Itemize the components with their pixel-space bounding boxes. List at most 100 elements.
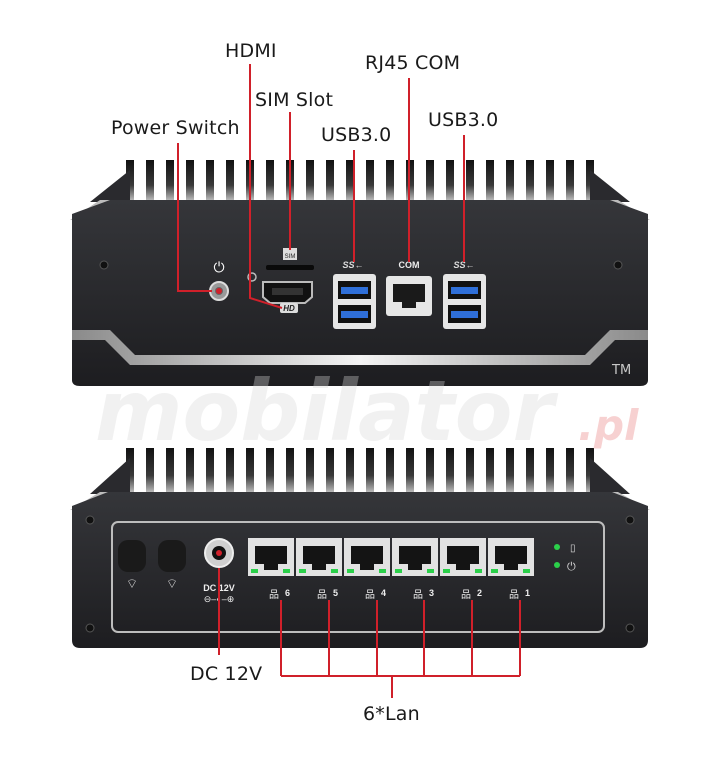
screw xyxy=(625,623,635,633)
lan-led xyxy=(347,569,354,573)
heatsink-fin xyxy=(546,160,554,202)
chrome-stripe xyxy=(72,330,648,365)
heatsink-fin xyxy=(406,448,414,494)
lan-socket xyxy=(255,546,287,570)
heatsink-fin xyxy=(486,448,494,494)
rear-panel-frame xyxy=(111,521,605,633)
watermark-suffix: .pl xyxy=(578,401,639,450)
heatsink-fin xyxy=(466,160,474,202)
lan-socket xyxy=(303,546,335,570)
hd-print-box xyxy=(280,303,298,313)
trademark-mark: TM xyxy=(611,363,631,378)
wifi-icon: ⌔ xyxy=(166,576,178,591)
heatsink-fin xyxy=(326,448,334,494)
status-led-power xyxy=(554,562,560,568)
label-usb30-right: USB3.0 xyxy=(428,109,499,131)
lan-led xyxy=(443,569,450,573)
callout-lan xyxy=(280,600,521,698)
lan-led xyxy=(395,569,402,573)
heatsink-fin xyxy=(526,160,534,202)
heatsink-fin xyxy=(346,448,354,494)
screw xyxy=(613,260,623,270)
heatsink-fin xyxy=(306,448,314,494)
power-icon: ⏻ xyxy=(567,561,576,573)
sim-slot xyxy=(266,265,314,270)
heatsink-fin xyxy=(286,448,294,494)
heatsink-fin xyxy=(306,160,314,202)
label-usb30-left: USB3.0 xyxy=(321,124,392,146)
heatsink-fin xyxy=(426,448,434,494)
lan-port-number: 4 xyxy=(381,588,386,598)
lan-socket xyxy=(399,546,431,570)
screw xyxy=(99,260,109,270)
lan-socket xyxy=(351,546,383,570)
screw xyxy=(85,515,95,525)
heatsink-fin xyxy=(466,448,474,494)
heatsink-fin xyxy=(506,448,514,494)
callout-lines xyxy=(177,64,521,698)
heatsink-fin xyxy=(226,448,234,494)
hdd-icon: ▯ xyxy=(570,543,576,554)
network-icon: 品 xyxy=(461,589,471,601)
lan-led xyxy=(379,569,386,573)
lan-port-number: 1 xyxy=(525,588,530,598)
heatsink-fin xyxy=(366,160,374,202)
watermark: mobilator xyxy=(95,362,558,460)
heatsink-fin xyxy=(486,160,494,202)
usb-tongue xyxy=(451,287,478,294)
heatsink-fin xyxy=(546,448,554,494)
heatsink-fin xyxy=(386,448,394,494)
screw xyxy=(625,515,635,525)
usb-tongue xyxy=(341,287,368,294)
usb-tongue xyxy=(451,311,478,318)
label-rj45-com: RJ45 COM xyxy=(365,52,461,74)
label-power-switch: Power Switch xyxy=(111,117,240,139)
label-dc12v: DC 12V xyxy=(190,663,263,685)
lan-port-number: 2 xyxy=(477,588,482,598)
wifi-icon: ⌔ xyxy=(126,576,138,591)
heatsink-fin xyxy=(506,160,514,202)
heatsink-fin xyxy=(566,448,574,494)
label-hdmi: HDMI xyxy=(225,40,277,62)
hdmi-port-inner xyxy=(272,288,303,295)
callout-hdmi xyxy=(249,64,283,309)
heatsink-fin xyxy=(146,160,154,202)
lan-led xyxy=(475,569,482,573)
heatsink-wing xyxy=(590,458,630,494)
lan-led xyxy=(299,569,306,573)
label-sim-slot: SIM Slot xyxy=(255,89,334,111)
heatsink-fin xyxy=(386,160,394,202)
heatsink-fin xyxy=(186,160,194,202)
lan-port-number: 6 xyxy=(285,588,290,598)
lan-led xyxy=(491,569,498,573)
network-icon: 品 xyxy=(365,589,375,601)
lan-led xyxy=(283,569,290,573)
hd-print: HD xyxy=(283,304,295,313)
heatsink-fins-bottom xyxy=(90,448,630,494)
screw xyxy=(85,623,95,633)
heatsink-fin xyxy=(166,448,174,494)
lan-socket xyxy=(447,546,479,570)
heatsink-fin xyxy=(326,160,334,202)
network-icon: 品 xyxy=(413,589,423,601)
heatsink-fin xyxy=(566,160,574,202)
lan-socket xyxy=(495,546,527,570)
heatsink-fin xyxy=(206,448,214,494)
heatsink-fin xyxy=(246,448,254,494)
callout-power xyxy=(177,143,212,292)
heatsink-fin xyxy=(266,160,274,202)
heatsink-fin xyxy=(446,160,454,202)
callout-dots xyxy=(216,288,222,556)
com-print: COM xyxy=(399,260,420,270)
heatsink-fin xyxy=(166,160,174,202)
heatsink-wing xyxy=(90,170,130,202)
lan-led xyxy=(427,569,434,573)
front-panel-device: ⏻ SIM HD SS← COM SS← xyxy=(70,160,650,386)
heatsink-fin xyxy=(366,448,374,494)
heatsink-wing xyxy=(590,170,630,202)
heatsink-wing xyxy=(90,458,130,494)
lan-led xyxy=(331,569,338,573)
lan-led xyxy=(523,569,530,573)
heatsink-fin xyxy=(346,160,354,202)
